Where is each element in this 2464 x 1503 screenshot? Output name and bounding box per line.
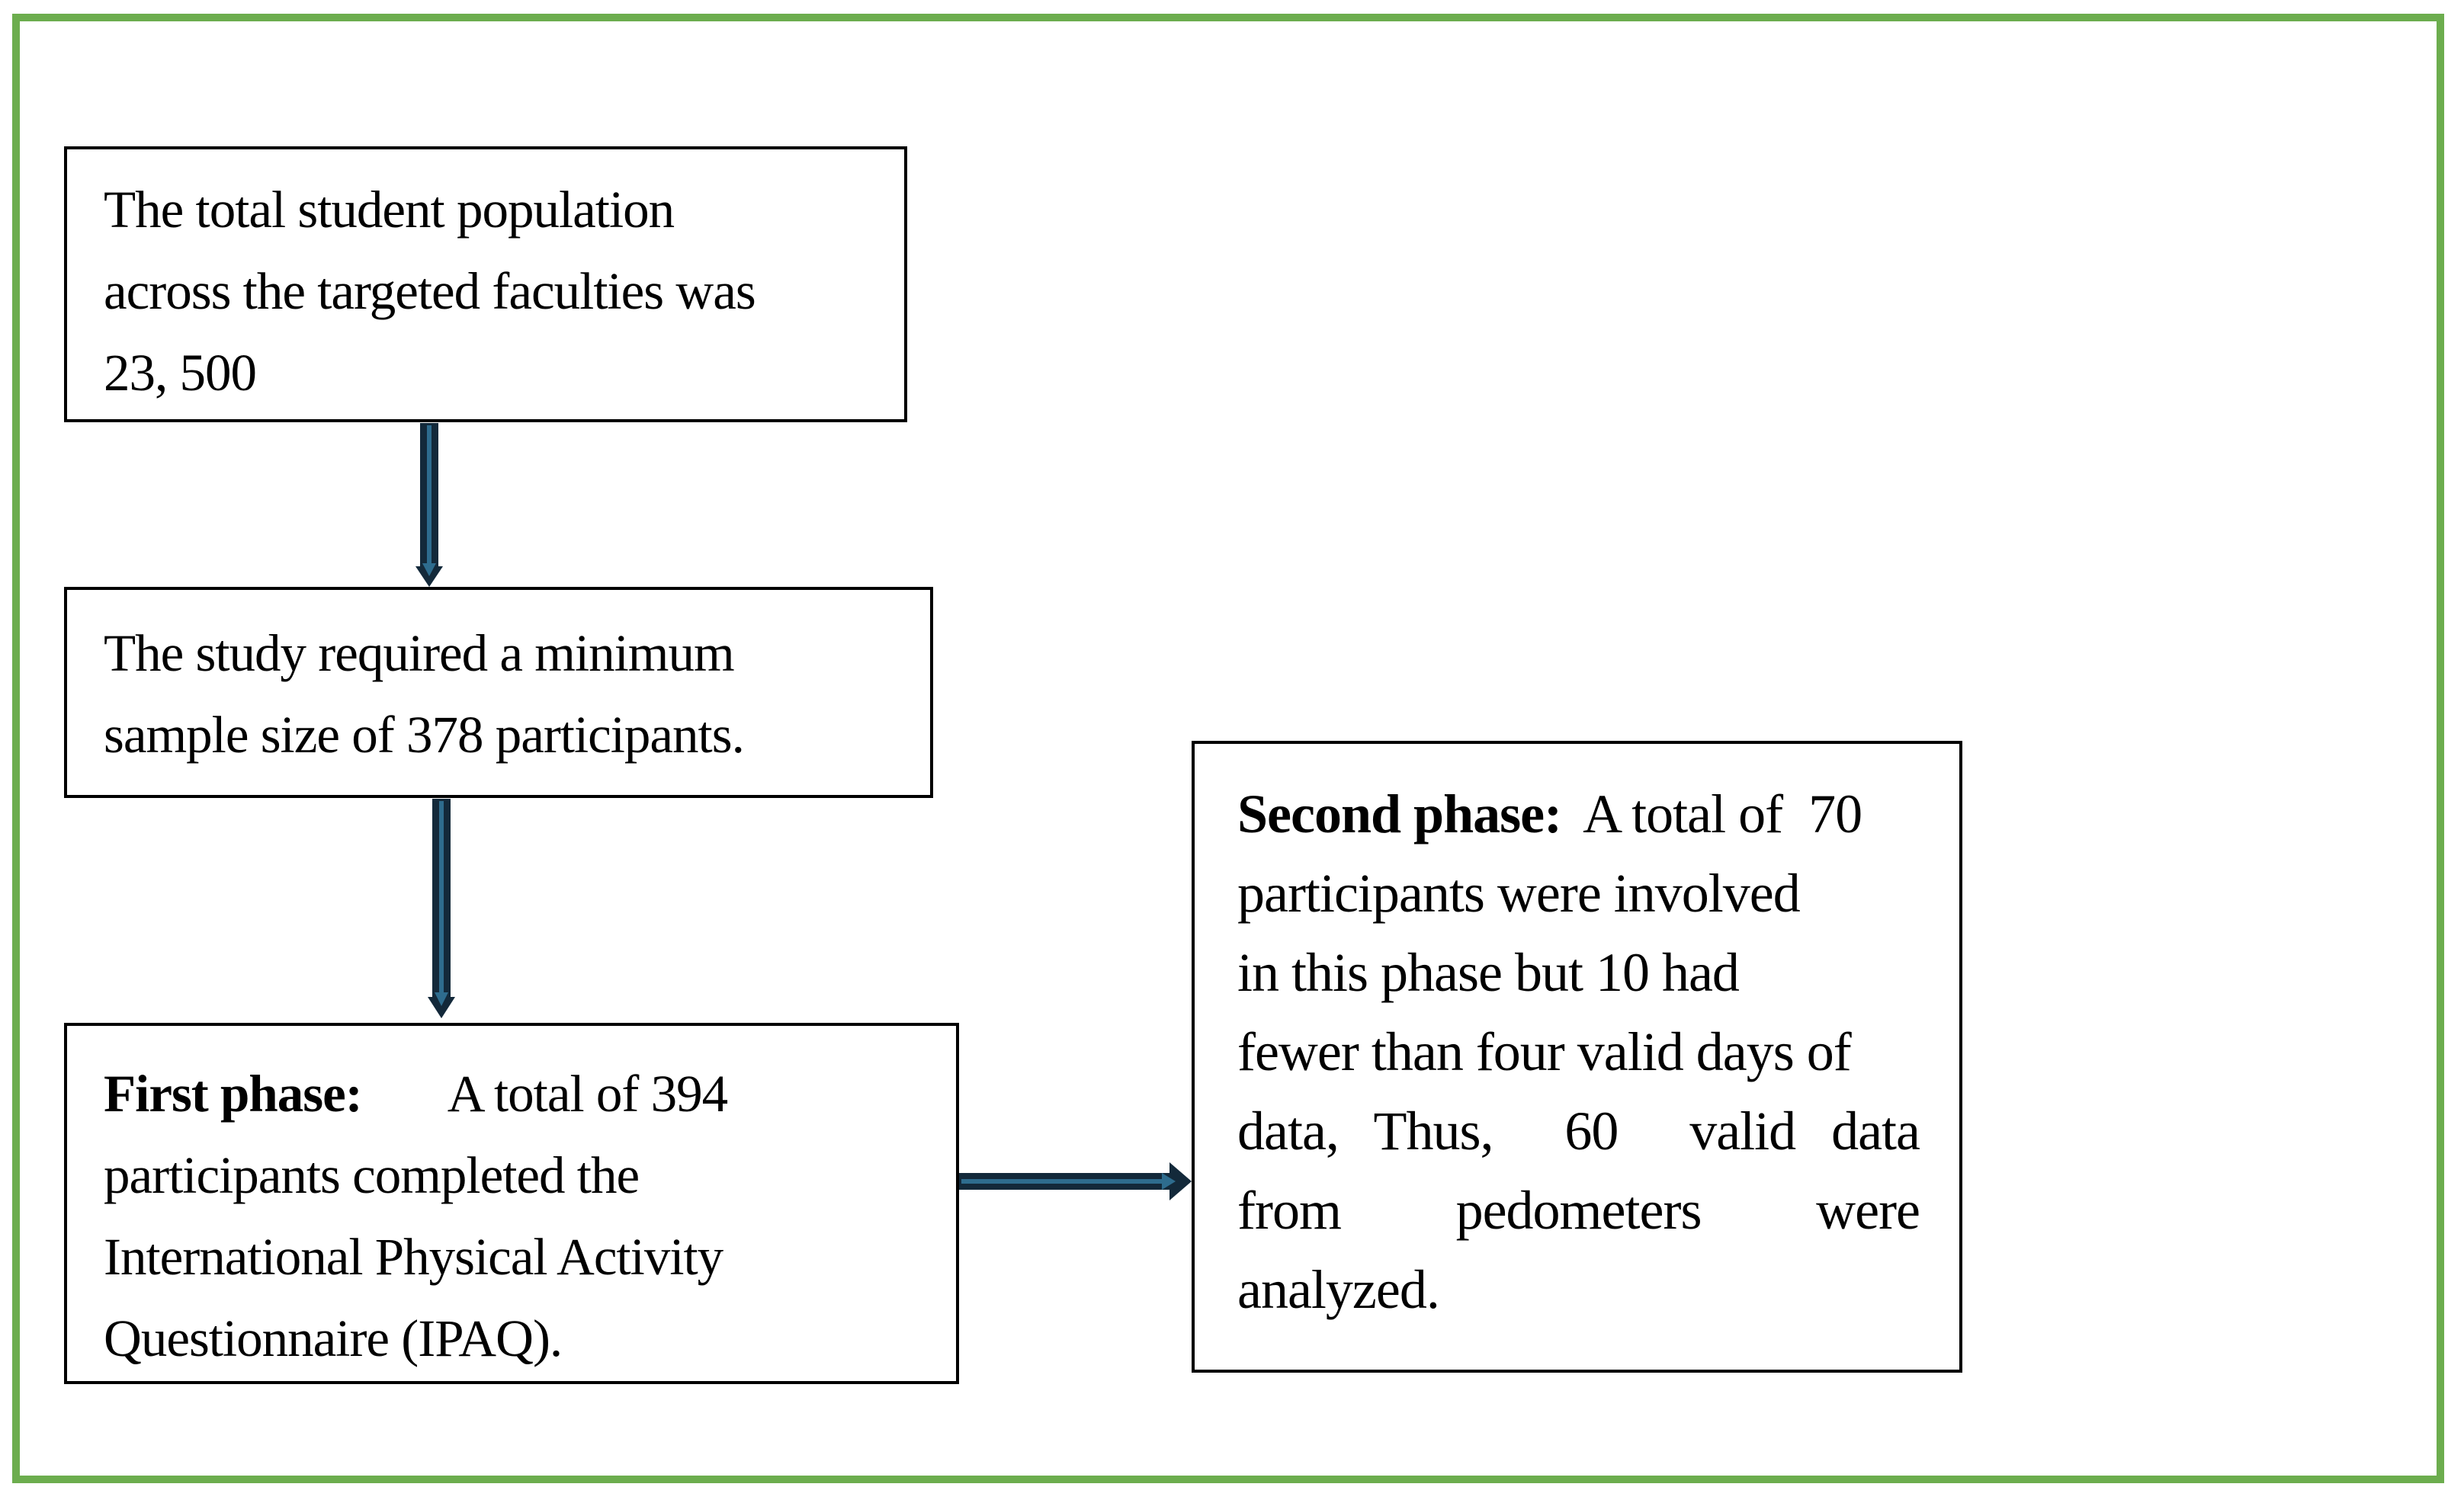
box-text-line: participants completed the [104, 1146, 640, 1204]
box-text-line: International Physical Activity [104, 1228, 723, 1286]
box-text-line: analyzed. [1237, 1259, 1440, 1320]
box-text-line: sample size of 378 participants. [104, 706, 745, 764]
box-minimum-sample: The study required a minimum sample size… [64, 587, 933, 798]
down-arrow-icon [428, 799, 455, 1018]
box-total-population: The total student population across the … [64, 146, 907, 422]
second-phase-rest: A total of 70 [1583, 784, 1862, 844]
first-phase-label: First phase: [104, 1065, 363, 1123]
box-text-line: First phase: A total of 394 [104, 1053, 933, 1135]
down-arrow-icon [415, 423, 443, 587]
box-text-line: data, Thus, 60 valid data [1237, 1101, 1920, 1162]
box-text-line: The study required a minimum [104, 624, 735, 682]
box-first-phase: First phase: A total of 394 participants … [64, 1023, 959, 1384]
second-phase-label: Second phase: [1237, 784, 1562, 844]
box-text-line: The total student population [104, 181, 675, 239]
box-text-line: 23, 500 [104, 344, 257, 402]
box-text-line: Second phase: A total of 70 [1237, 774, 1920, 854]
box-text-line: participants were involved [1237, 863, 1801, 924]
box-text-line: across the targeted faculties was [104, 262, 756, 320]
right-arrow-icon [959, 1162, 1192, 1200]
figure-border-frame [12, 14, 2444, 1483]
box-text-line: fewer than four valid days of [1237, 1021, 1852, 1082]
box-text-line: from pedometers were [1237, 1180, 1920, 1241]
box-text-line: Questionnaire (IPAQ). [104, 1309, 563, 1367]
box-second-phase: Second phase: A total of 70 participants … [1192, 741, 1962, 1373]
first-phase-rest: A total of 394 [447, 1065, 728, 1123]
box-text-line: in this phase but 10 had [1237, 942, 1740, 1003]
